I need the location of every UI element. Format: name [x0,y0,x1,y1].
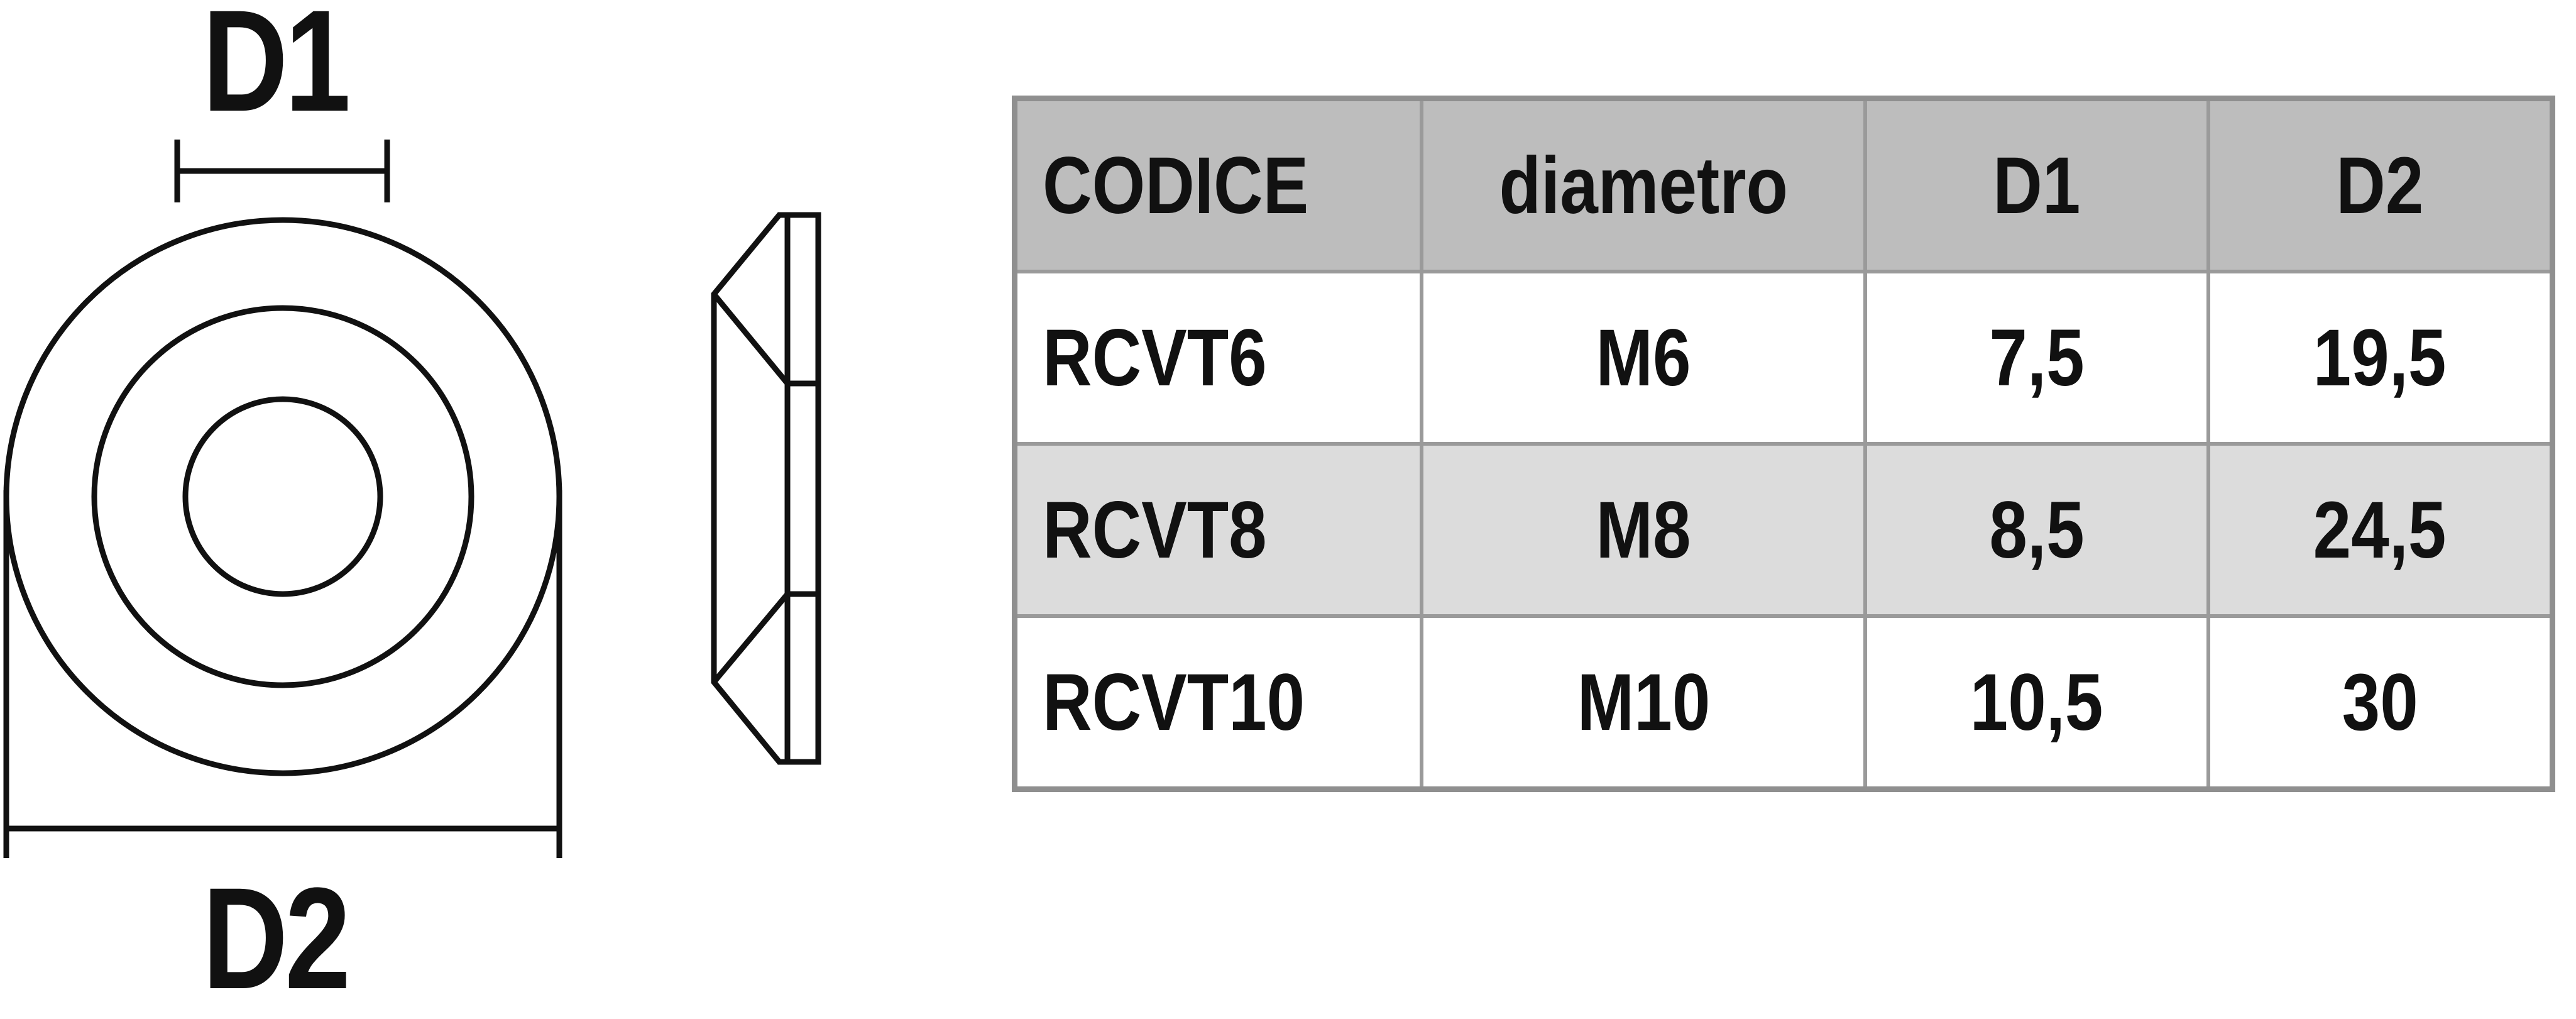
table-row: RCVT8 M8 8,5 24,5 [1012,442,2555,618]
table-header-row: CODICE diametro D1 D2 [1012,96,2555,273]
cell-d2: 19,5 [2206,270,2555,446]
cell-d1: 10,5 [1863,614,2210,791]
cell-d2: 24,5 [2206,442,2555,618]
table-row: RCVT6 M6 7,5 19,5 [1012,270,2555,446]
header-d1: D1 [1863,96,2210,273]
cell-diameter: M6 [1420,270,1867,446]
cell-diameter: M8 [1420,442,1867,618]
header-codice: CODICE [1012,96,1423,273]
washer-side-profile [711,212,821,765]
cell-d2: 30 [2206,614,2555,791]
cell-code: RCVT6 [1012,270,1423,446]
cell-d1: 7,5 [1863,270,2210,446]
cell-code: RCVT10 [1012,614,1423,791]
d2-dimension-line [3,490,562,858]
cell-diameter: M10 [1420,614,1867,791]
specification-table: CODICE diametro D1 D2 RCVT6 M6 7,5 19,5 … [1012,96,2555,792]
washer-technical-drawing [3,140,821,858]
washer-bore-circle [182,396,383,597]
d1-label: D1 [202,0,351,141]
header-diametro: diametro [1420,96,1867,273]
d1-dimension-line [174,140,390,202]
washer-middle-circle [91,305,474,688]
d2-label: D2 [202,857,351,1019]
header-d2: D2 [2206,96,2555,273]
cell-d1: 8,5 [1863,442,2210,618]
washer-outer-circle [3,217,562,776]
cell-code: RCVT8 [1012,442,1423,618]
table-row: RCVT10 M10 10,5 30 [1012,614,2555,791]
